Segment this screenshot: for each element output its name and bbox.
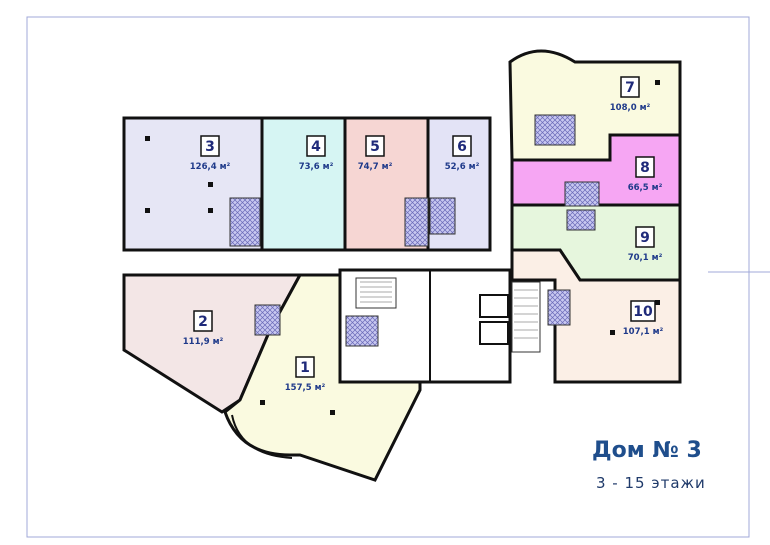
unit-8-area: 66,5 м² [628, 183, 663, 193]
unit-5-area: 74,7 м² [358, 162, 393, 172]
structural-columns [145, 80, 660, 415]
unit-4-area: 73,6 м² [299, 162, 334, 172]
balconies [229, 114, 600, 347]
unit-9-number-box [635, 226, 655, 248]
unit-4-number-box [306, 135, 326, 157]
unit-4-number: 4 [311, 139, 321, 155]
unit-3-area: 126,4 м² [190, 162, 231, 172]
unit-labels: 1 157,5 м² 2 111,9 м² 3 126,4 м² 4 73,6 м² 5 74,7… [183, 76, 664, 393]
unit-4-floor[interactable] [260, 116, 347, 252]
unit-6-area: 52,6 м² [445, 162, 480, 172]
unit-6-number-box [452, 135, 472, 157]
unit-10-number: 10 [633, 304, 653, 320]
unit-8-number: 8 [640, 160, 650, 176]
unit-3-number: 3 [205, 139, 215, 155]
unit-2-number-box [193, 310, 213, 332]
stair-1-steps [360, 281, 392, 303]
stair-1 [355, 277, 397, 309]
unit-10-area: 107,1 м² [623, 327, 664, 337]
unit-10-floor[interactable] [510, 248, 682, 384]
floors-range: 3 - 15 этажи [596, 474, 706, 492]
bay-window-unit-1 [231, 414, 293, 459]
unit-7-number: 7 [625, 80, 635, 96]
unit-3-number-box [200, 135, 220, 157]
unit-5-number: 5 [370, 139, 380, 155]
unit-6-number: 6 [457, 139, 467, 155]
unit-7-area: 108,0 м² [610, 103, 651, 113]
lift-shaft-1 [479, 294, 509, 318]
unit-10-number-box [630, 300, 656, 322]
unit-8-number-box [635, 156, 655, 178]
lift-shaft-2 [479, 321, 509, 345]
unit-1-area: 157,5 м² [285, 383, 326, 393]
drawing-frame [26, 16, 750, 538]
unit-9-area: 70,1 м² [628, 253, 663, 263]
unit-2-number: 2 [198, 314, 208, 330]
unit-9-number: 9 [640, 230, 650, 246]
building-title: Дом № 3 [592, 438, 702, 463]
unit-1-number-box [295, 356, 315, 378]
stair-2-steps [514, 289, 538, 339]
stair-2 [511, 281, 541, 353]
unit-7-number-box [620, 76, 640, 98]
unit-2-area: 111,9 м² [183, 337, 224, 347]
unit-1-number: 1 [300, 360, 310, 376]
unit-5-number-box [365, 135, 385, 157]
